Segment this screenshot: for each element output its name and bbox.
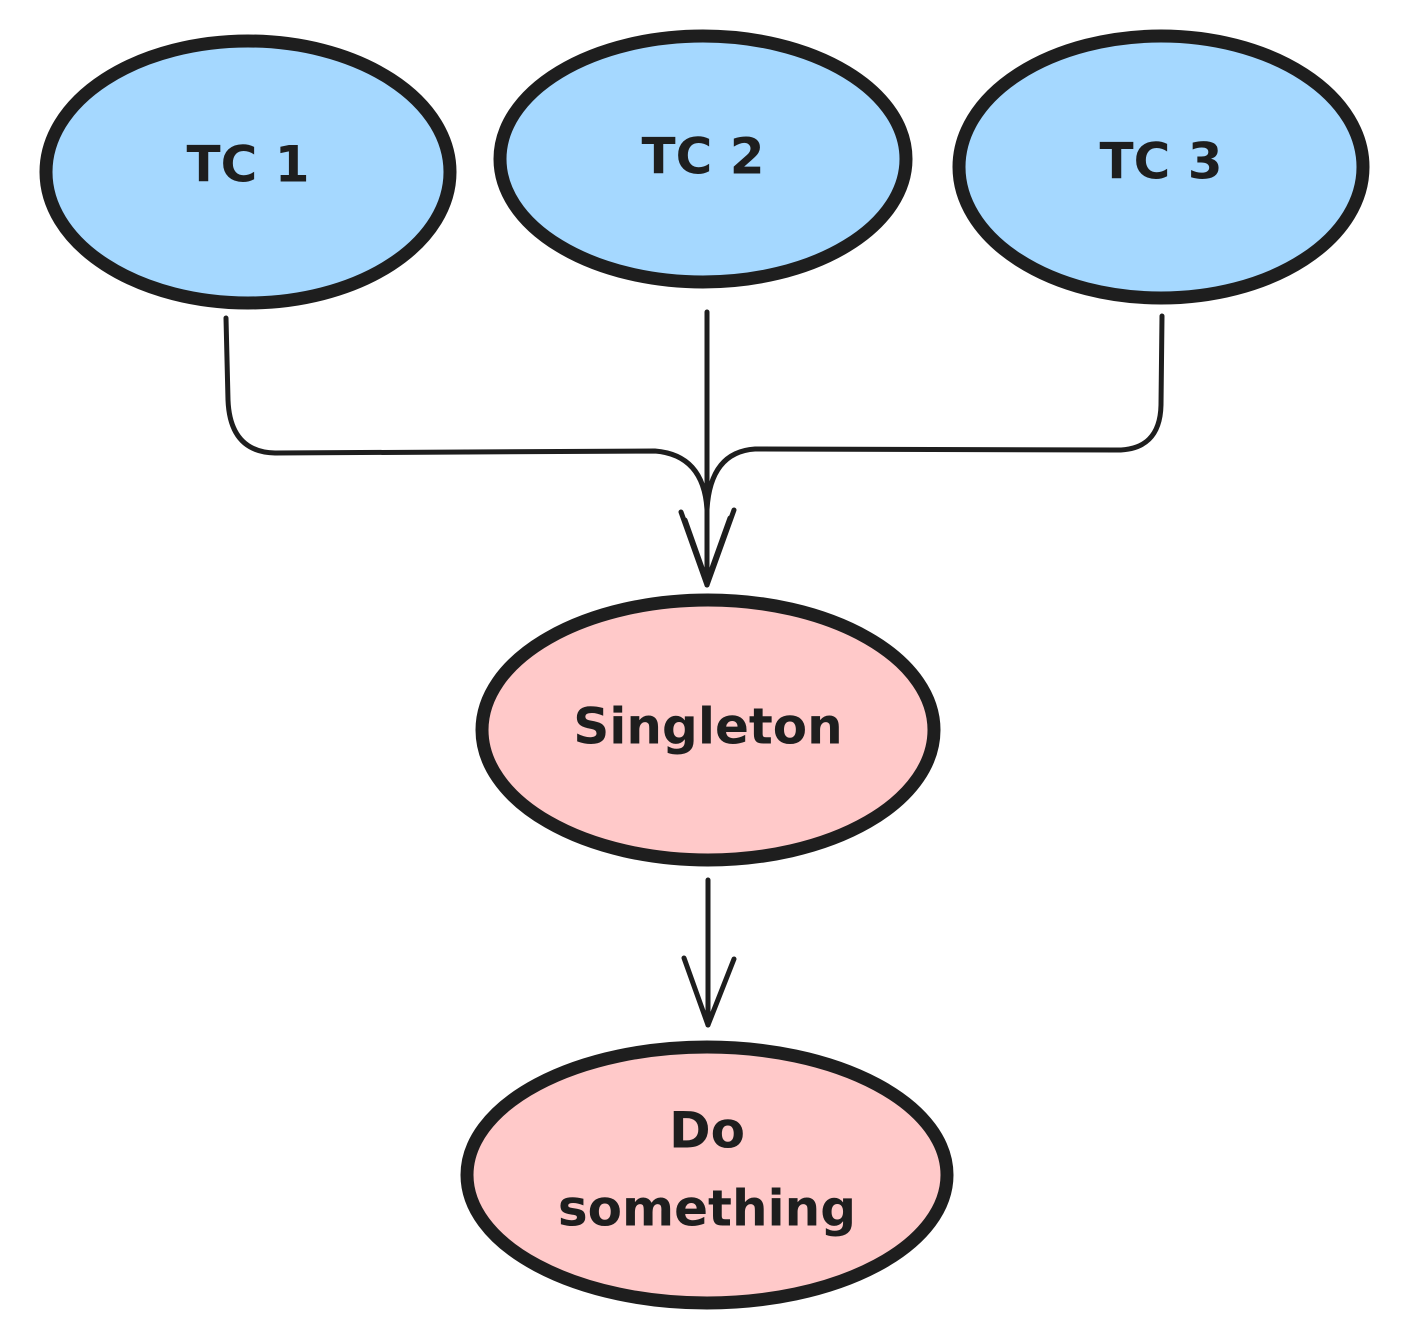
node-tc3-label: TC 3 <box>1100 133 1223 191</box>
node-tc2-label: TC 2 <box>642 128 765 186</box>
edge-tc3-to-singleton <box>704 313 1165 513</box>
node-singleton-ellipse <box>475 593 941 867</box>
node-tc2[interactable]: TC 2 <box>493 29 913 289</box>
node-singleton-label: Singleton <box>573 698 842 756</box>
node-tc1-ellipse <box>39 34 457 310</box>
node-do-something-ellipse <box>460 1040 954 1310</box>
node-tc1-label: TC 1 <box>187 136 310 194</box>
node-tc1[interactable]: TC 1 <box>39 34 457 310</box>
arrowhead-into-singleton-double <box>682 515 733 585</box>
edge-tc1-to-singleton <box>223 315 710 513</box>
node-tc3[interactable]: TC 3 <box>952 29 1370 305</box>
node-do-something-label-line2: something <box>558 1180 856 1238</box>
merge-connectors <box>223 309 1165 588</box>
arrowhead-into-do-something <box>681 955 737 1028</box>
node-tc2-ellipse <box>493 29 913 289</box>
node-do-something-label-line1: Do <box>669 1102 745 1160</box>
node-singleton[interactable]: Singleton <box>475 593 941 867</box>
singleton-connector <box>681 877 737 1028</box>
node-tc3-ellipse <box>952 29 1370 305</box>
node-do-something[interactable]: Do something <box>460 1040 954 1310</box>
